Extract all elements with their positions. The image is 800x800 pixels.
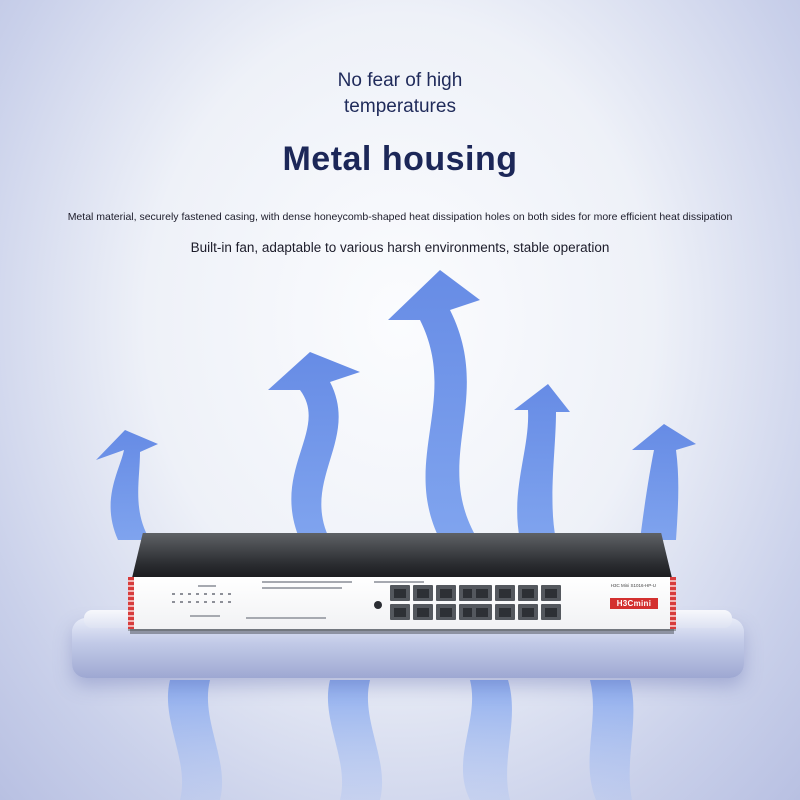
description-secondary: Built-in fan, adaptable to various harsh… xyxy=(190,240,610,255)
rj45-port-icon xyxy=(472,585,492,601)
heat-flow-arrow-icon xyxy=(514,384,570,540)
subtitle-line-2: temperatures xyxy=(344,96,456,117)
rj45-port-icon xyxy=(541,604,561,620)
rj45-port-icon xyxy=(518,585,538,601)
device-shadow xyxy=(130,629,674,634)
subtitle-line-1: No fear of high xyxy=(337,70,463,91)
heat-flow-arrow-icon xyxy=(268,352,360,540)
rj45-port-icon xyxy=(541,585,561,601)
rj45-port-icon xyxy=(472,604,492,620)
reset-button[interactable] xyxy=(374,601,382,609)
rj45-port-icon xyxy=(495,585,515,601)
page-title: Metal housing xyxy=(282,140,518,178)
heat-flow-arrow-icon xyxy=(388,270,480,540)
rj45-port-icon xyxy=(390,585,410,601)
switch-top-cover xyxy=(132,533,672,578)
rj45-port-icon xyxy=(413,585,433,601)
model-label: H3C Mini S1016-HP-U xyxy=(610,583,656,588)
rack-ear-left xyxy=(128,577,134,629)
port-group-1 xyxy=(390,585,482,625)
description-primary: Metal material, securely fastened casing… xyxy=(67,211,733,223)
rj45-port-icon xyxy=(390,604,410,620)
rj45-port-icon xyxy=(413,604,433,620)
network-switch-front-panel: H3C Mini S1016-HP-U H3Cmini xyxy=(128,577,676,631)
rack-ear-right xyxy=(670,577,676,629)
heat-flow-arrow-icon xyxy=(96,430,158,540)
status-led-panel xyxy=(172,585,232,619)
rj45-port-icon xyxy=(436,585,456,601)
rj45-port-icon xyxy=(518,604,538,620)
brand-logo: H3Cmini xyxy=(610,598,658,609)
rj45-port-icon xyxy=(495,604,515,620)
heat-flow-arrow-icon xyxy=(632,424,696,540)
subtitle: No fear of high temperatures xyxy=(0,68,800,120)
port-group-2 xyxy=(472,585,564,625)
rj45-port-icon xyxy=(436,604,456,620)
